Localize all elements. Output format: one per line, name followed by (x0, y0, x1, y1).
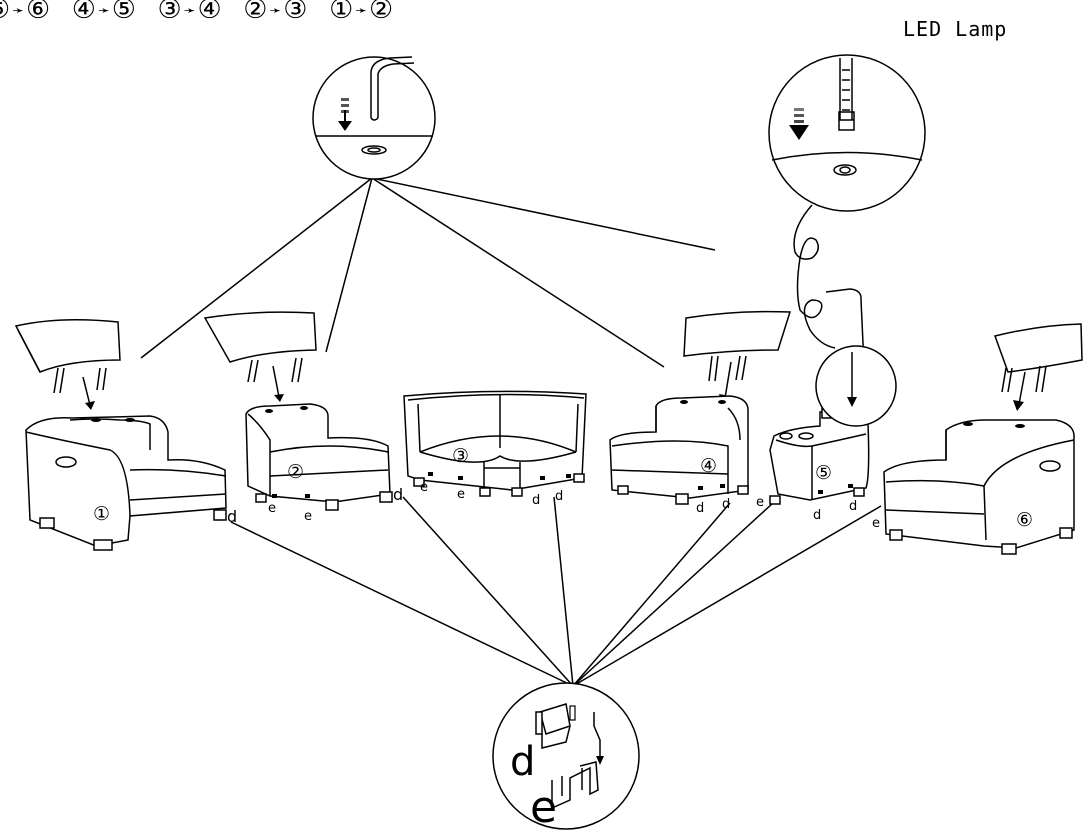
module-3: ③ e e d d (403, 390, 587, 508)
module-6-number: ⑥ (1016, 509, 1033, 531)
svg-text:d: d (849, 499, 857, 514)
connector-d-label: d (510, 739, 535, 785)
svg-text:d: d (813, 508, 821, 523)
svg-text:e: e (756, 495, 764, 510)
svg-text:e: e (304, 509, 312, 524)
svg-text:e: e (268, 501, 276, 516)
headrest-2 (203, 311, 317, 402)
assembly-sequence: ⑤➛⑥ ④➛⑤ ③➛④ ②➛③ ①➛② (0, 0, 394, 25)
led-lamp-cable (793, 204, 865, 366)
seq-step-1: ⑤➛⑥ (0, 0, 52, 25)
seq-step-5: ①➛② (329, 0, 395, 25)
seq-step-4: ②➛③ (243, 0, 309, 25)
led-lamp-insert-detail (768, 54, 926, 212)
svg-text:d: d (696, 501, 704, 516)
headrest-leader-lines (140, 177, 716, 368)
module-1-number: ① (93, 503, 110, 525)
svg-text:d: d (227, 507, 237, 526)
svg-text:e: e (872, 516, 880, 531)
module-3-number: ③ (452, 445, 469, 467)
module-1: ① d (25, 415, 237, 551)
headrest-1 (14, 319, 121, 410)
module-4-number: ④ (700, 455, 717, 477)
svg-text:d: d (722, 497, 730, 512)
module-4: ④ d d (609, 395, 749, 516)
seq-step-2: ④➛⑤ (71, 0, 137, 25)
svg-text:d: d (532, 493, 540, 508)
svg-text:e: e (420, 480, 428, 495)
led-lamp-label: LED Lamp (903, 17, 1008, 41)
headrest-insert-detail (312, 56, 436, 180)
svg-text:e: e (457, 487, 465, 502)
connector-bracket-detail: d e (492, 682, 640, 832)
module-2-number: ② (287, 461, 304, 483)
svg-text:d: d (393, 485, 403, 504)
arrow-down-icon (789, 108, 809, 140)
module-6: ⑥ e (872, 419, 1075, 555)
module-5: ⑤ e d d (756, 345, 897, 523)
arrow-down-icon (338, 98, 352, 131)
svg-text:d: d (555, 489, 563, 504)
headrest-4 (683, 310, 792, 405)
seq-step-3: ③➛④ (157, 0, 223, 25)
module-5-number: ⑤ (815, 462, 832, 484)
connector-leader-lines (230, 496, 882, 687)
module-2: ② e e d (245, 403, 403, 524)
headrest-6 (994, 323, 1083, 411)
